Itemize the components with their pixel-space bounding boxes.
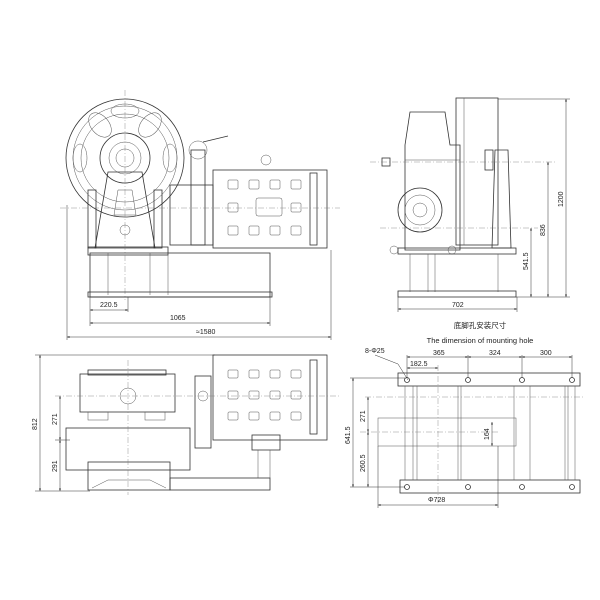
motor-top: [212, 354, 328, 441]
dim-164: 164: [484, 428, 491, 440]
dim-1580: ≈1580: [196, 329, 216, 336]
brake: [190, 149, 206, 246]
dim-702: 702: [452, 302, 464, 309]
mounting-plan: 8-Φ25 365 324 300 182.5 641.5 271 260.5 …: [345, 348, 585, 508]
dim-1065: 1065: [170, 315, 186, 322]
mounting-title-cn: 底脚孔安装尺寸: [454, 320, 507, 330]
gearbox-top: [79, 373, 176, 413]
pedestal: [94, 171, 156, 249]
dim-holes: 8-Φ25: [365, 348, 385, 355]
flywheel: [455, 97, 499, 246]
mounting-title-en: The dimension of mounting hole: [427, 336, 534, 345]
dim-1200: 1200: [558, 191, 565, 207]
bearing-stand: [491, 149, 512, 249]
dim-836: 836: [540, 224, 547, 236]
dim-220-5: 220.5: [100, 302, 118, 309]
dim-182-5: 182.5: [410, 361, 428, 368]
brake-top: [194, 375, 212, 449]
side-view: 702 1200 836 541.5: [370, 97, 570, 312]
dim-541-5: 541.5: [523, 252, 530, 270]
mounting-holes: [404, 377, 575, 490]
dim-300: 300: [540, 350, 552, 357]
gearbox: [404, 111, 461, 251]
dim-324: 324: [489, 350, 501, 357]
motor: [212, 169, 328, 249]
dim-365: 365: [433, 350, 445, 357]
dim-271-mount: 271: [360, 410, 367, 422]
dim-641-5: 641.5: [345, 426, 352, 444]
dim-291: 291: [52, 460, 59, 472]
dim-271-top: 271: [52, 413, 59, 425]
top-view: 812 271 291: [32, 354, 340, 495]
front-view: 220.5 1065 ≈1580: [60, 90, 340, 340]
dim-260-5: 260.5: [360, 454, 367, 472]
dim-812: 812: [32, 418, 39, 430]
dim-728: Φ728: [428, 497, 445, 504]
